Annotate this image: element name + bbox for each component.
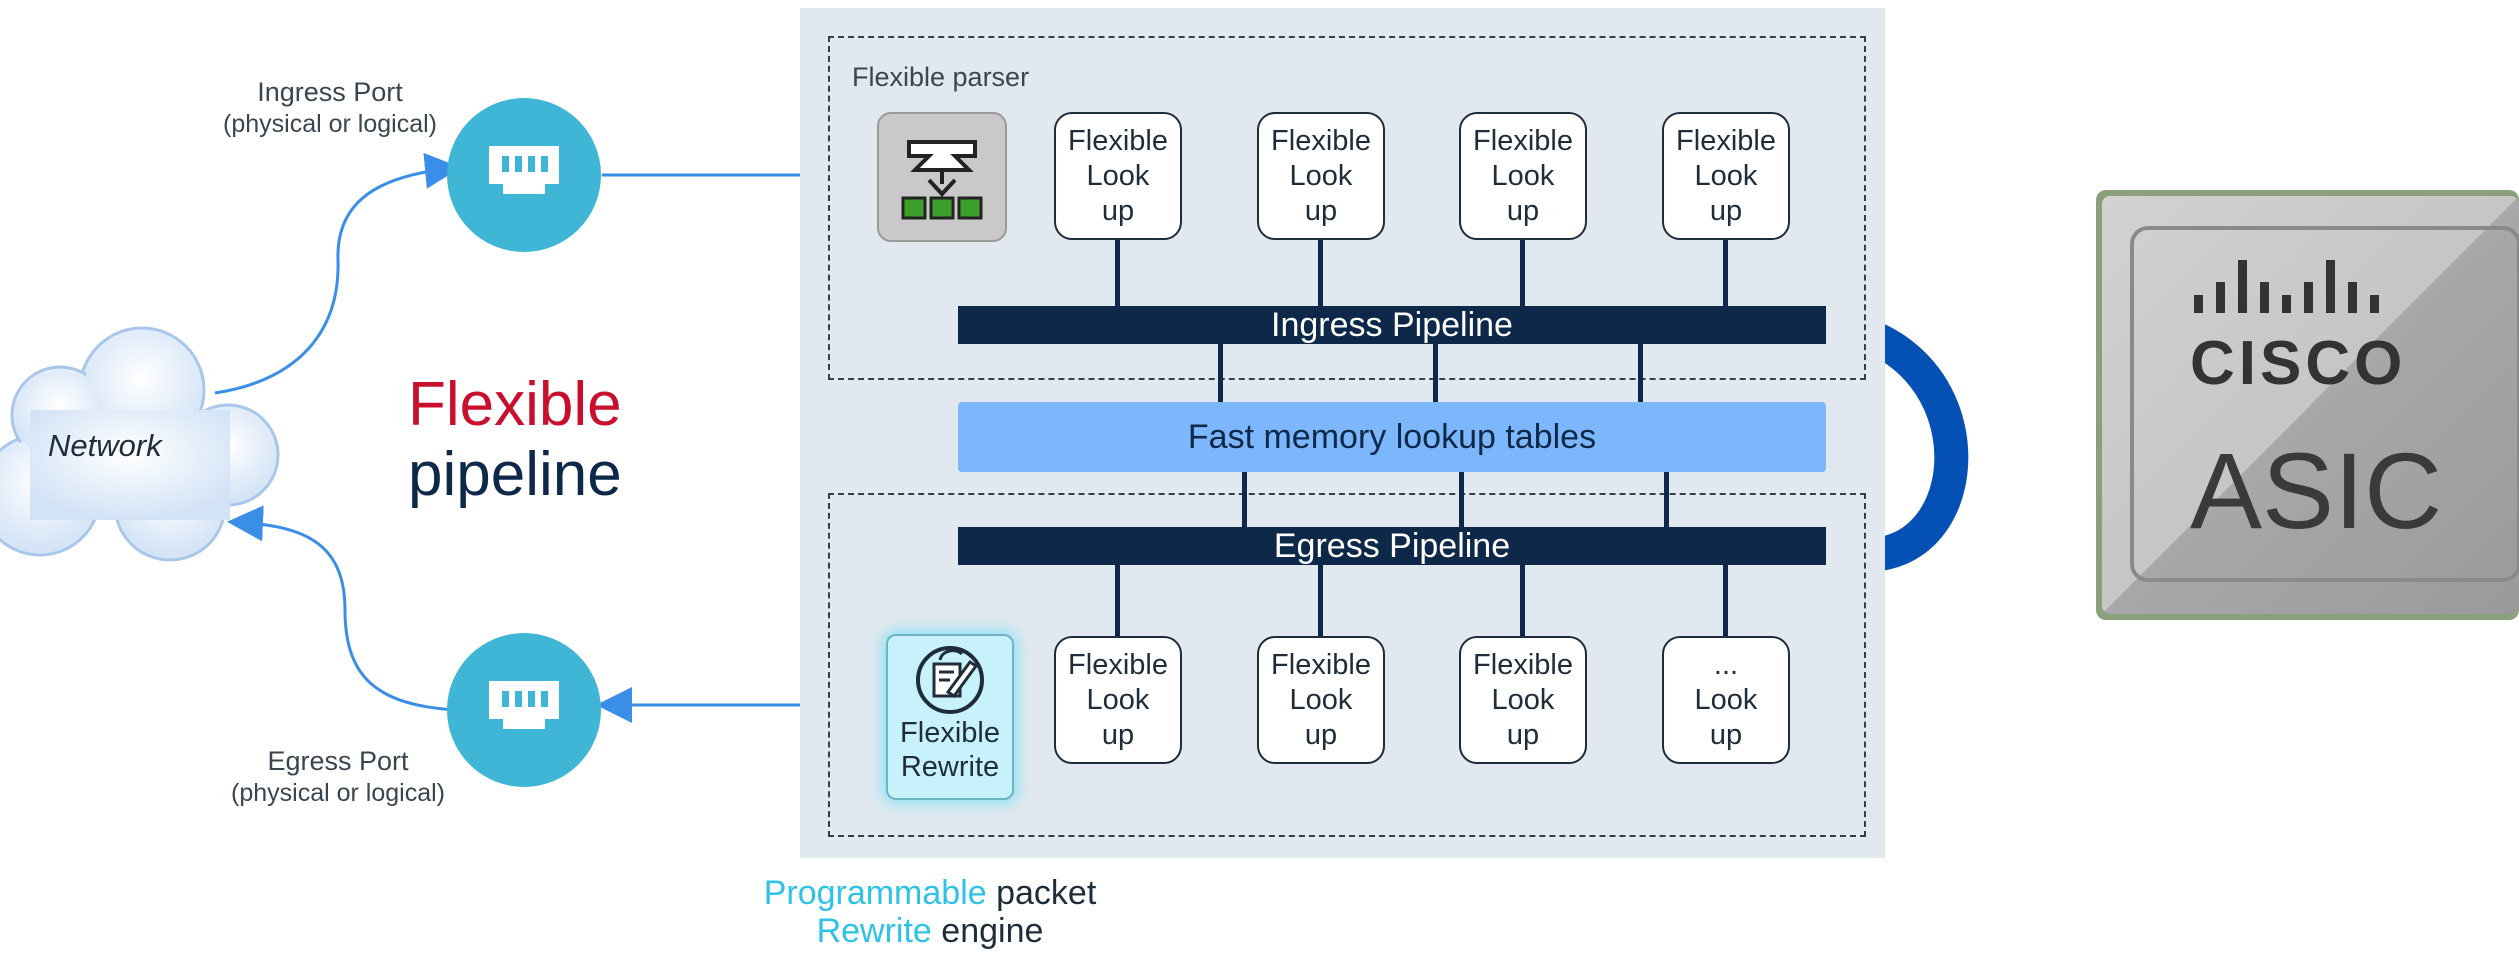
memory-connector: [1638, 344, 1643, 402]
lookup-line: up: [1506, 194, 1540, 227]
lookup-line: Look: [1694, 683, 1758, 716]
lookup-line: Look: [1694, 159, 1758, 192]
headline-flexible: Flexible: [408, 370, 622, 439]
memory-connector: [1459, 472, 1464, 527]
egress-lookup-2: Flexible Look up: [1257, 636, 1385, 764]
asic-label: ASIC: [2190, 430, 2443, 551]
parser-icon: [877, 112, 1007, 242]
memory-connector: [1664, 472, 1669, 527]
rewrite-line2: Rewrite: [900, 751, 1000, 783]
lookup-line: Look: [1086, 683, 1150, 716]
lookup-line: Look: [1289, 683, 1353, 716]
memory-connector: [1218, 344, 1223, 402]
lookup-line: up: [1304, 194, 1338, 227]
lookup-line: Flexible: [1473, 648, 1573, 681]
caption-rewrite: Rewrite: [816, 912, 932, 950]
lookup-line: up: [1709, 718, 1743, 751]
memory-connector: [1242, 472, 1247, 527]
lookup-line: up: [1709, 194, 1743, 227]
lookup-line: up: [1101, 718, 1135, 751]
egress-connector: [1520, 565, 1525, 636]
ingress-dashed-region: [828, 36, 1866, 380]
lookup-line: ...: [1713, 648, 1739, 681]
egress-lookup-1: Flexible Look up: [1054, 636, 1182, 764]
egress-connector: [1115, 565, 1120, 636]
network-to-ingress-curve: [214, 152, 461, 395]
ingress-connector: [1115, 240, 1120, 306]
ingress-port-title: Ingress Port: [257, 77, 403, 107]
egress-pipeline-bar: Egress Pipeline: [958, 527, 1826, 565]
lookup-line: Flexible: [1676, 124, 1776, 157]
ingress-port-icon: [447, 98, 601, 252]
lookup-line: up: [1304, 718, 1338, 751]
parser-label: Flexible parser: [852, 62, 1030, 92]
lookup-line: up: [1101, 194, 1135, 227]
network-label: Network: [48, 428, 162, 463]
egress-connector: [1723, 565, 1728, 636]
egress-dashed-region: [828, 493, 1866, 837]
network-cloud-icon: [0, 326, 280, 562]
ingress-pipeline-bar: Ingress Pipeline: [958, 306, 1826, 344]
egress-connector: [1318, 565, 1323, 636]
asic-brand-label: CISCO: [2190, 329, 2407, 398]
rewrite-engine-caption: Programmable packet Rewrite engine: [740, 874, 1120, 950]
ingress-lookup-3: Flexible Look up: [1459, 112, 1587, 240]
caption-packet: packet: [986, 874, 1097, 912]
lookup-line: Look: [1491, 159, 1555, 192]
egress-port-title: Egress Port: [267, 746, 409, 776]
flexible-rewrite-box: Flexible Rewrite: [886, 634, 1014, 800]
ingress-lookup-4: Flexible Look up: [1662, 112, 1790, 240]
ingress-lookup-2: Flexible Look up: [1257, 112, 1385, 240]
ingress-connector: [1723, 240, 1728, 306]
caption-engine: engine: [931, 912, 1044, 950]
ingress-port-subtitle: (physical or logical): [223, 110, 437, 138]
lookup-line: Flexible: [1473, 124, 1573, 157]
egress-lookup-3: Flexible Look up: [1459, 636, 1587, 764]
lookup-line: Flexible: [1068, 124, 1168, 157]
lookup-line: Flexible: [1271, 648, 1371, 681]
memory-connector: [1433, 344, 1438, 402]
caption-programmable: Programmable: [763, 874, 987, 912]
lookup-line: Flexible: [1068, 648, 1168, 681]
rewrite-line1: Flexible: [900, 717, 1000, 749]
lookup-line: Look: [1289, 159, 1353, 192]
cisco-asic-chip: CISCO ASIC: [2094, 190, 2519, 620]
egress-lookup-4: ... Look up: [1662, 636, 1790, 764]
fast-memory-bar: Fast memory lookup tables: [958, 402, 1826, 472]
ingress-lookup-1: Flexible Look up: [1054, 112, 1182, 240]
lookup-line: Look: [1086, 159, 1150, 192]
egress-port-subtitle: (physical or logical): [231, 779, 445, 807]
ingress-connector: [1520, 240, 1525, 306]
asic-chip-graphic: [2096, 190, 2519, 620]
egress-port-icon: [447, 633, 601, 787]
egress-to-network-curve: [227, 505, 456, 712]
lookup-line: Flexible: [1271, 124, 1371, 157]
lookup-line: Look: [1491, 683, 1555, 716]
ingress-connector: [1318, 240, 1323, 306]
rewrite-icon: [916, 646, 984, 714]
lookup-line: up: [1506, 718, 1540, 751]
headline-pipeline: pipeline: [408, 440, 622, 509]
